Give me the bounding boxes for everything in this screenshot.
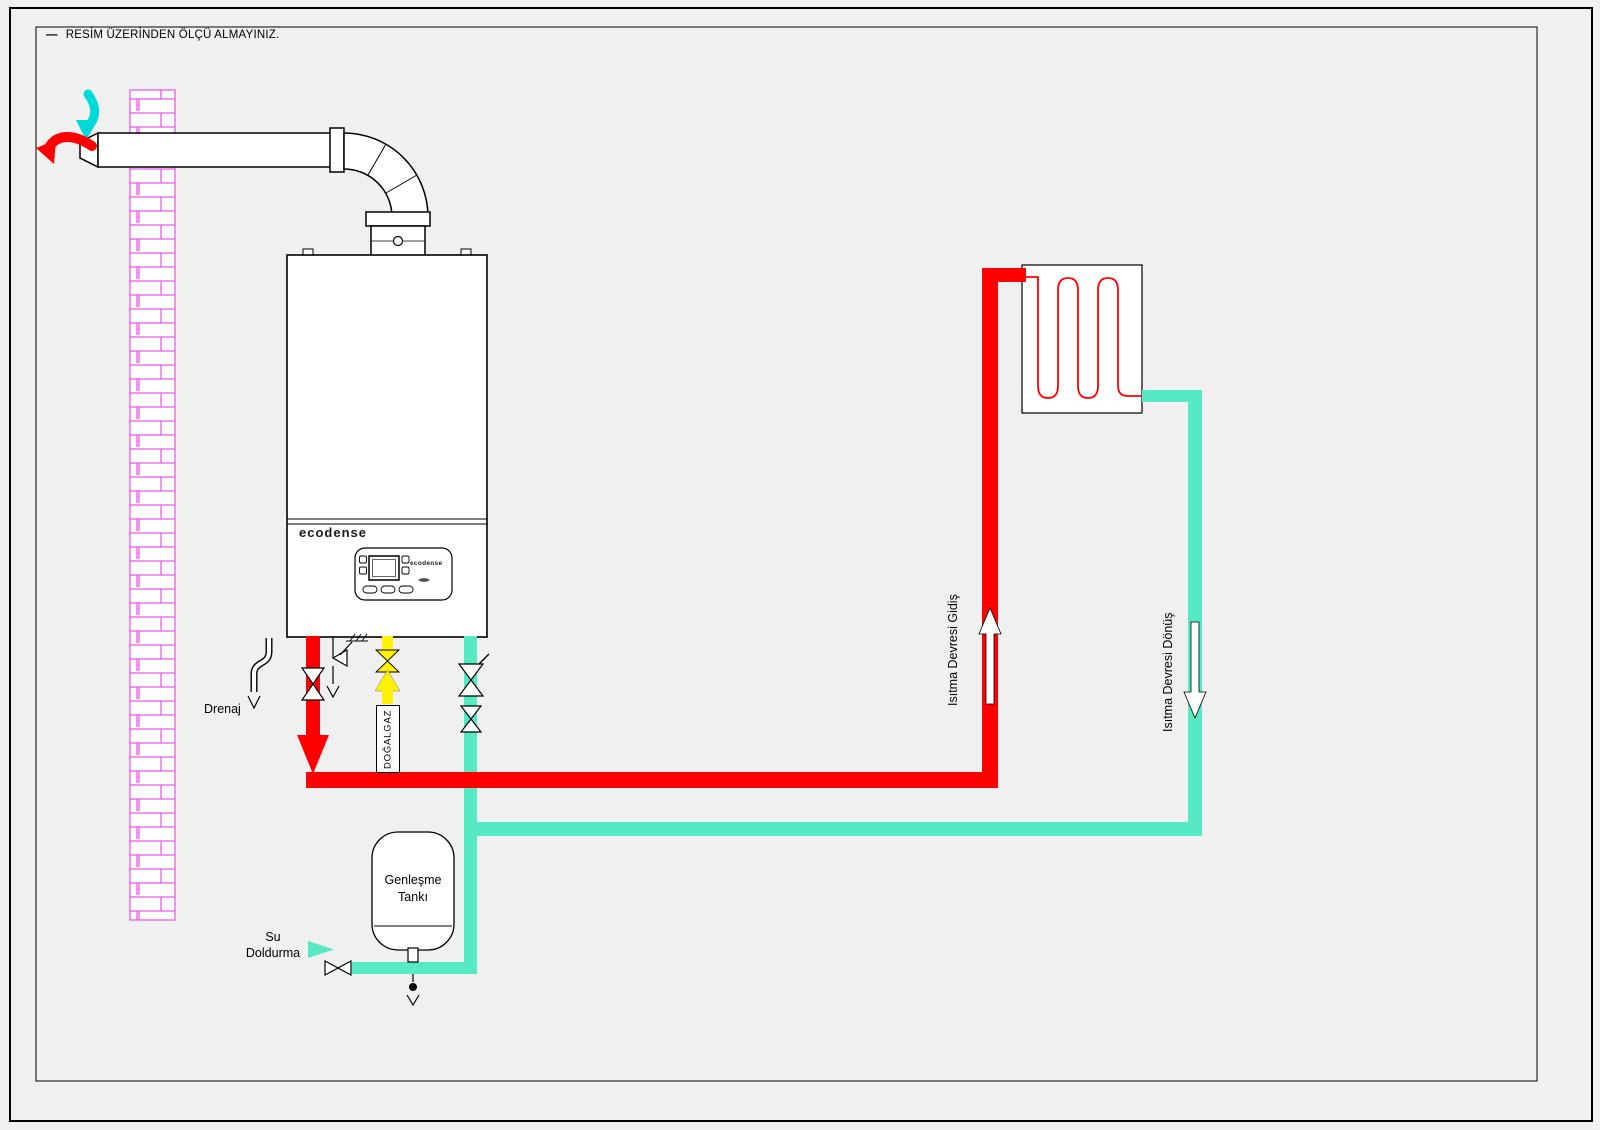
safety-relief-valve-icon — [326, 633, 368, 699]
brick-wall — [129, 89, 176, 921]
fill-valve-icon — [324, 959, 352, 977]
heating-supply-label: Isıtma Devresi Gidiş — [946, 594, 960, 706]
panel-button — [398, 585, 414, 594]
expansion-tank-label-line1: Genleşme — [384, 873, 442, 887]
water-fill-label-line1: Su — [265, 930, 281, 944]
panel-button — [380, 585, 396, 594]
radiator — [1021, 264, 1143, 414]
panel-button — [359, 555, 367, 564]
return-valve-icon — [457, 653, 490, 697]
flue-pipe — [79, 127, 431, 257]
note-text: RESİM ÜZERİNDEN ÖLÇÜ ALMAYINIZ. — [65, 29, 280, 41]
panel-button — [401, 555, 410, 564]
drain-point-icon — [409, 983, 417, 991]
boiler-brand-logo: ecodense — [299, 525, 367, 540]
return-direction-arrow-icon — [1183, 621, 1207, 720]
gas-valve-icon — [374, 649, 401, 662]
drain-label: Drenaj — [204, 702, 241, 716]
no-measure-note: — RESİM ÜZERİNDEN ÖLÇÜ ALMAYINIZ. — [46, 29, 279, 41]
fill-direction-arrow-icon — [308, 941, 334, 958]
natural-gas-label: DOĞALGAZ — [376, 705, 400, 773]
panel-button — [362, 585, 378, 594]
expansion-tank — [371, 831, 455, 1007]
panel-logo-mark — [418, 578, 430, 582]
boiler-control-panel — [354, 547, 453, 601]
gas-pipe — [374, 636, 401, 704]
supply-direction-arrow-icon — [978, 606, 1002, 705]
water-fill-label: Su Doldurma — [240, 929, 306, 961]
supply-flow-arrow-icon — [297, 735, 329, 774]
expansion-tank-label: Genleşme Tankı — [372, 872, 454, 906]
note-dash: — — [46, 29, 58, 41]
heating-return-label: Isıtma Devresi Dönüş — [1161, 612, 1175, 732]
expansion-tank-label-line2: Tankı — [398, 890, 428, 904]
radiator-coil — [1026, 276, 1142, 399]
panel-brand-text: ecodense — [410, 560, 443, 567]
panel-button — [401, 566, 410, 575]
exhaust-arrow-icon — [36, 132, 97, 164]
heating-return-pipe — [352, 390, 1202, 974]
supply-valve-icon — [300, 667, 326, 701]
return-valve-icon — [459, 705, 483, 733]
water-fill-label-line2: Doldurma — [245, 946, 301, 960]
air-intake-arrow-icon — [76, 89, 100, 140]
panel-button — [359, 566, 367, 575]
drain-trap-icon — [247, 638, 273, 710]
